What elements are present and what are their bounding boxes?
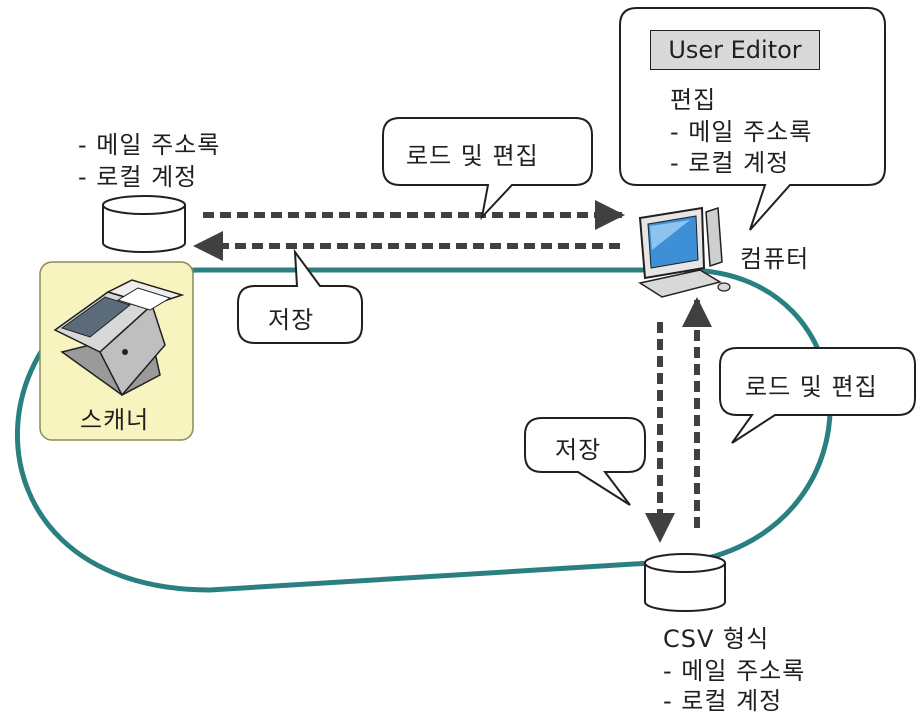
- user-editor-caption: 편집: [670, 86, 717, 114]
- callout-save-right-text: 저장: [555, 436, 602, 464]
- top-database-icon: [102, 195, 186, 253]
- user-editor-item: - 로컬 계정: [670, 149, 790, 177]
- top-db-item: - 로컬 계정: [78, 163, 198, 191]
- callout-load-edit-top: [382, 117, 593, 221]
- scanner-node: [39, 261, 194, 441]
- computer-icon: [638, 206, 731, 298]
- scanner-label: 스캐너: [80, 406, 150, 434]
- user-editor-item: - 메일 주소록: [670, 118, 813, 146]
- csv-db-item: - 로컬 계정: [663, 687, 783, 715]
- csv-db-item: - 메일 주소록: [663, 657, 806, 685]
- callout-save-right: [524, 417, 646, 506]
- user-editor-title: User Editor: [650, 30, 820, 70]
- csv-database-icon: [644, 553, 726, 612]
- computer-label: 컴퓨터: [740, 245, 810, 273]
- top-db-item: - 메일 주소록: [78, 131, 221, 159]
- callout-load-edit-right-text: 로드 및 편집: [745, 373, 878, 401]
- callout-save-top-text: 저장: [268, 306, 315, 334]
- callout-load-edit-top-text: 로드 및 편집: [406, 142, 539, 170]
- callout-load-edit-right: [719, 347, 916, 444]
- scanner-icon: [53, 279, 185, 397]
- callout-save-top: [237, 248, 363, 344]
- csv-db-title: CSV 형식: [663, 625, 770, 653]
